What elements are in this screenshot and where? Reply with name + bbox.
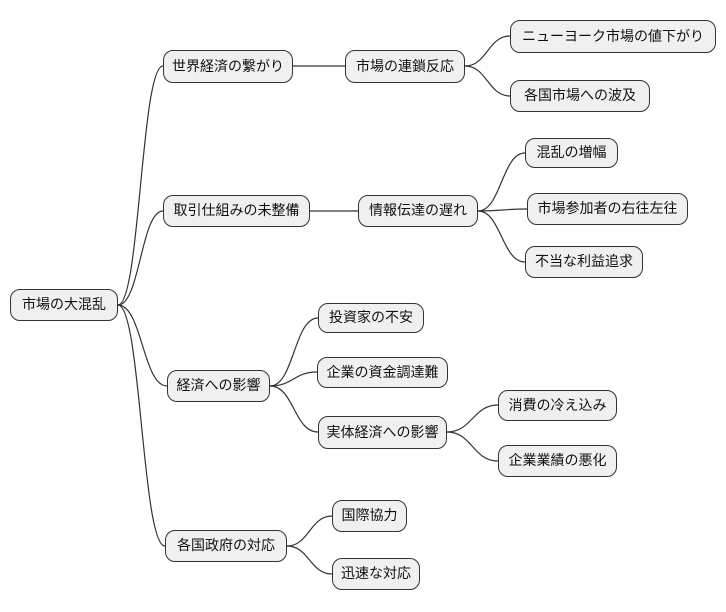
edge-root-to-government-response xyxy=(117,304,166,547)
node-international-cooperation: 国際協力 xyxy=(332,500,407,532)
root-node-market-turmoil: 市場の大混乱 xyxy=(10,289,118,321)
edge-real-economy-to-consumption xyxy=(446,404,499,433)
edge-root-to-economic-impact xyxy=(117,304,168,387)
node-global-economy-links: 世界経済の繋がり xyxy=(163,50,293,83)
node-unfair-profit-seeking: 不当な利益追求 xyxy=(525,246,643,278)
edge-government-to-cooperation xyxy=(286,515,333,547)
node-spread-to-world-markets: 各国市場への波及 xyxy=(510,80,650,112)
edge-root-to-global-economy xyxy=(117,65,164,306)
node-corporate-earnings-decline: 企業業績の悪化 xyxy=(498,445,617,477)
edge-economic-impact-to-real-economy xyxy=(269,385,319,433)
edge-info-delay-to-participants xyxy=(477,208,528,212)
node-investor-anxiety: 投資家の不安 xyxy=(318,303,424,333)
node-unprepared-trading-system: 取引仕組みの未整備 xyxy=(163,195,310,227)
edge-economic-impact-to-investor-anxiety xyxy=(269,317,319,387)
node-market-chain-reaction: 市場の連鎖反応 xyxy=(345,50,465,83)
edge-real-economy-to-earnings xyxy=(446,431,499,462)
edge-government-to-swift-response xyxy=(286,545,333,575)
edge-info-delay-to-amplified-confusion xyxy=(477,152,526,212)
edge-economic-impact-to-financing xyxy=(269,371,318,387)
node-amplified-confusion: 混乱の増幅 xyxy=(525,138,618,168)
node-government-response: 各国政府の対応 xyxy=(165,530,287,562)
node-real-economy-impact: 実体経済への影響 xyxy=(318,416,447,449)
edge-chain-reaction-to-ny-decline xyxy=(464,35,511,67)
node-swift-response: 迅速な対応 xyxy=(332,558,420,590)
node-ny-market-decline: ニューヨーク市場の値下がり xyxy=(510,20,716,53)
edge-info-delay-to-unfair-profit xyxy=(477,210,526,263)
node-economic-impact: 経済への影響 xyxy=(167,370,270,402)
edge-chain-reaction-to-spread xyxy=(464,65,511,97)
edge-root-to-trading-system xyxy=(117,210,164,306)
node-corporate-financing-difficulty: 企業の資金調達難 xyxy=(317,357,448,388)
node-information-delay: 情報伝達の遅れ xyxy=(358,195,478,227)
node-participants-disarray: 市場参加者の右往左往 xyxy=(527,193,688,225)
node-consumption-slump: 消費の冷え込み xyxy=(498,390,617,421)
